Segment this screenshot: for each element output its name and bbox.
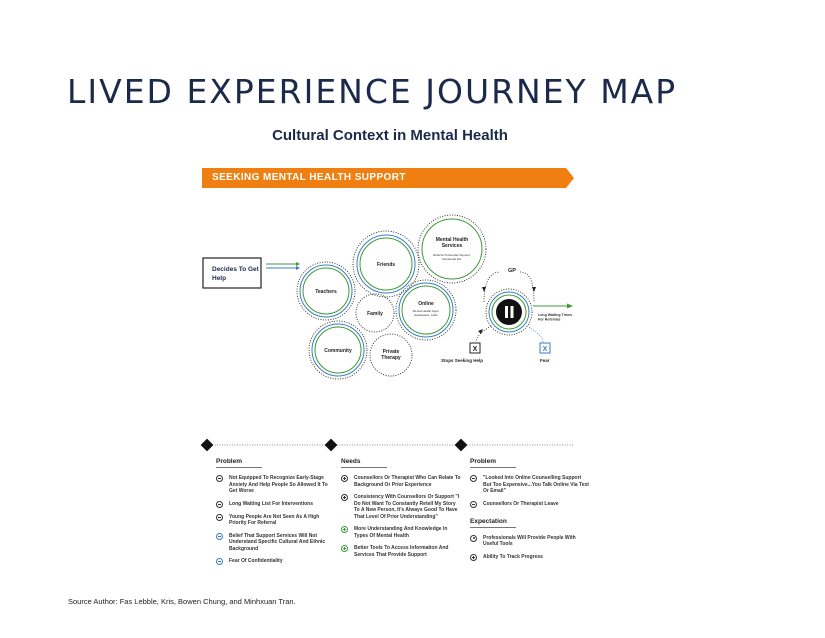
list-item: Fear Of Confidentiality [216,558,336,565]
list-item: Counsellors Or Therapist Leave [470,500,590,508]
plus-icon [341,494,348,501]
circle-community: Community [308,320,368,380]
circle-family: Family [355,293,395,333]
circle-online: Online Mental Health Apps,Headspace, Cal… [395,279,457,341]
column-subheading: Expectation [470,518,516,528]
list-item: Young People Are Not Seen As A High Prio… [216,513,336,527]
minus-icon [470,475,477,482]
minus-icon [470,500,477,508]
outcome-fear-mark: X [543,346,548,353]
circle-online-label: Online [418,301,434,307]
start-box [202,257,262,289]
column-needs: Needs Counsellors Or Therapist Who Can R… [341,458,461,564]
source-credit: Source Author: Fas Lebble, Kris, Bowen C… [68,597,296,606]
column-heading: Needs [341,458,387,468]
outcome-stop-label: Stops Seeking Help [441,358,483,363]
column-heading: Problem [216,458,262,468]
list-item: Long Waiting List For Interventions [216,500,336,508]
plus-icon [470,553,477,561]
list-item: Ability To Track Progress [470,553,590,561]
outcome-stop: X Stops Seeking Help [441,342,483,363]
column-problem-1: Problem Not Equipped To Recognize Early-… [216,458,336,571]
list-item: More Understanding And Knowledge In Type… [341,526,461,539]
list-item: Not Equipped To Recognize Early-Stage An… [216,475,336,495]
list-item: "Looked Into Online Counselling Support … [470,475,590,495]
pause-icon [496,299,522,325]
minus-blue-icon [216,532,223,540]
column-heading: Problem [470,458,516,468]
list-item: Belief That Support Services Will Not Un… [216,532,336,553]
gp-label: GP [508,268,516,274]
target-icon [470,534,477,542]
timeline-marker-3 [454,438,468,452]
outcome-fear-label: Fear [540,358,550,363]
circle-teachers-label: Teachers [315,289,337,295]
circle-mhs-sub: Referral To Everlap Support,Versacode Et… [433,253,471,261]
circle-teachers: Teachers [296,261,356,321]
circle-friends-label: Friends [377,262,395,268]
timeline [200,438,574,452]
plus-green-icon [341,526,348,533]
circle-online-sub: Mental Health Apps,Headspace, Calm [413,309,440,317]
timeline-marker-1 [200,438,214,452]
column-problem-2: Problem "Looked Into Online Counselling … [470,458,590,567]
outcome-fear: X Fear [539,342,551,363]
circle-family-label: Family [367,311,383,317]
section-banner-label: SEEKING MENTAL HEALTH SUPPORT [212,172,406,183]
page-subtitle: Cultural Context in Mental Health [272,127,508,144]
circle-friends: Friends [352,230,420,298]
list-item: Professionals Will Provide People With U… [470,534,590,548]
minus-icon [216,475,223,482]
plus-green-icon [341,545,348,552]
circle-community-label: Community [324,348,352,354]
list-item: Better Tools To Access Information And S… [341,545,461,558]
start-arrows [266,262,300,270]
timeline-marker-2 [324,438,338,452]
list-item: Consistency With Counsellors Or Support … [341,494,461,520]
list-item: Counsellors Or Therapist Who Can Relate … [341,475,461,488]
minus-icon [216,513,223,521]
minus-icon [216,500,223,508]
section-banner [202,168,574,188]
outcome-stop-mark: X [473,346,478,353]
page-title: LIVED EXPERIENCE JOURNEY MAP [67,72,678,111]
minus-blue-icon [216,558,223,565]
plus-icon [341,475,348,482]
